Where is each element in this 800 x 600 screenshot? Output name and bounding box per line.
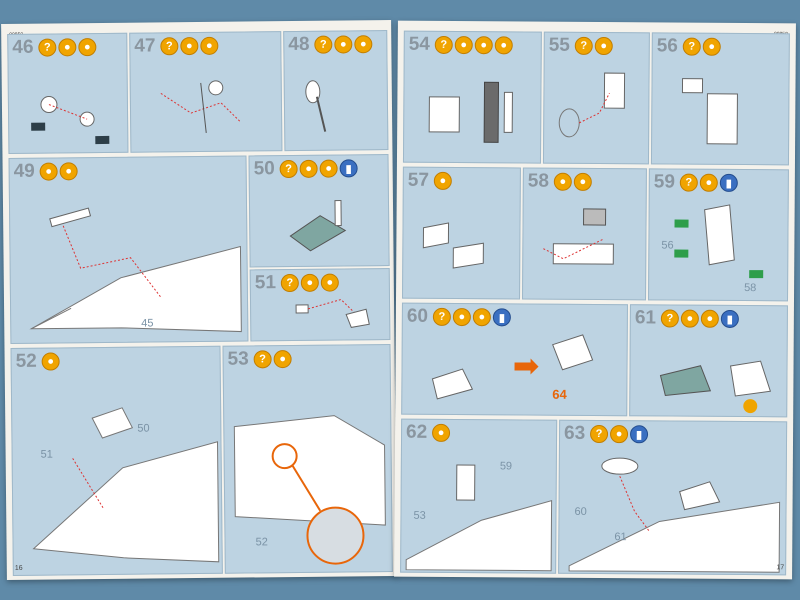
step-panel-54: 54 ? ● ● ● [402,30,542,164]
seat-diagram [674,204,764,279]
step-panel-61: 61 ? ● ● ▮ [629,304,788,418]
part-diagram [659,360,772,414]
step-panel-48: 48 ? ● ● [283,30,389,152]
part-label: 52 [255,536,268,549]
step-panel-56: 56 ? ● [650,32,790,166]
step-panel-58: 58 ● ● [522,167,647,301]
step-panel-51: 51 ? ● ● [249,268,391,342]
step-panel-55: 55 ? ● [542,31,650,165]
step-panel-57: 57 ● [402,166,521,300]
right-page: 00850 54 ? ● ● ● 55 ? ● 56 ? ● [394,20,796,580]
page-number: 17 [776,564,785,572]
part-label: 50 [137,422,150,435]
step-panel-46: 46 ? ● ● [7,32,129,154]
part-diagram [558,72,626,138]
part-diagram [160,80,242,133]
part-label: 58 [744,282,757,295]
part-label: 51 [40,448,53,461]
canopy-diagram [568,457,781,573]
page-number: 16 [14,564,23,572]
cross-ref-step: 64 [552,386,567,402]
aircraft-cockpit-diagram [32,407,220,563]
step-panel-62: 62 ● 53 59 [400,418,558,574]
cockpit-detail-diagram [233,415,386,565]
part-diagram [428,81,513,143]
part-label: 45 [141,317,154,330]
step-panel-47: 47 ? ● ● [129,31,283,153]
part-diagram [681,78,738,145]
step-panel-52: 52 ● 51 50 [10,345,223,576]
part-diagram [431,334,594,400]
part-diagram [422,222,484,269]
step-panel-59: 59 ? ● ▮ 56 58 [647,168,789,302]
step-panel-49: 49 ● ● 45 [8,155,249,344]
cockpit-seat-diagram [405,464,553,572]
part-label: 53 [413,509,426,522]
part-label: 61 [614,531,627,544]
part-diagram [543,208,614,265]
part-label: 59 [499,460,513,473]
part-label: 56 [661,239,674,252]
step-panel-53: 53 ? ● 52 [222,343,393,574]
step-panel-60: 60 ? ● ● ▮ 64 [401,302,628,417]
step-panel-50: 50 ? ● ● ▮ [248,154,390,268]
part-diagram [289,200,347,252]
part-diagram [31,96,110,145]
left-page: 00850 46 ? ● ● 47 ? ● ● 48 ? ● [1,19,397,581]
step-panel-63: 63 ? ● ▮ 60 61 [558,419,788,576]
part-diagram [305,80,327,132]
part-label: 60 [574,505,587,518]
part-diagram [295,298,370,328]
aircraft-nose-diagram [29,207,242,333]
